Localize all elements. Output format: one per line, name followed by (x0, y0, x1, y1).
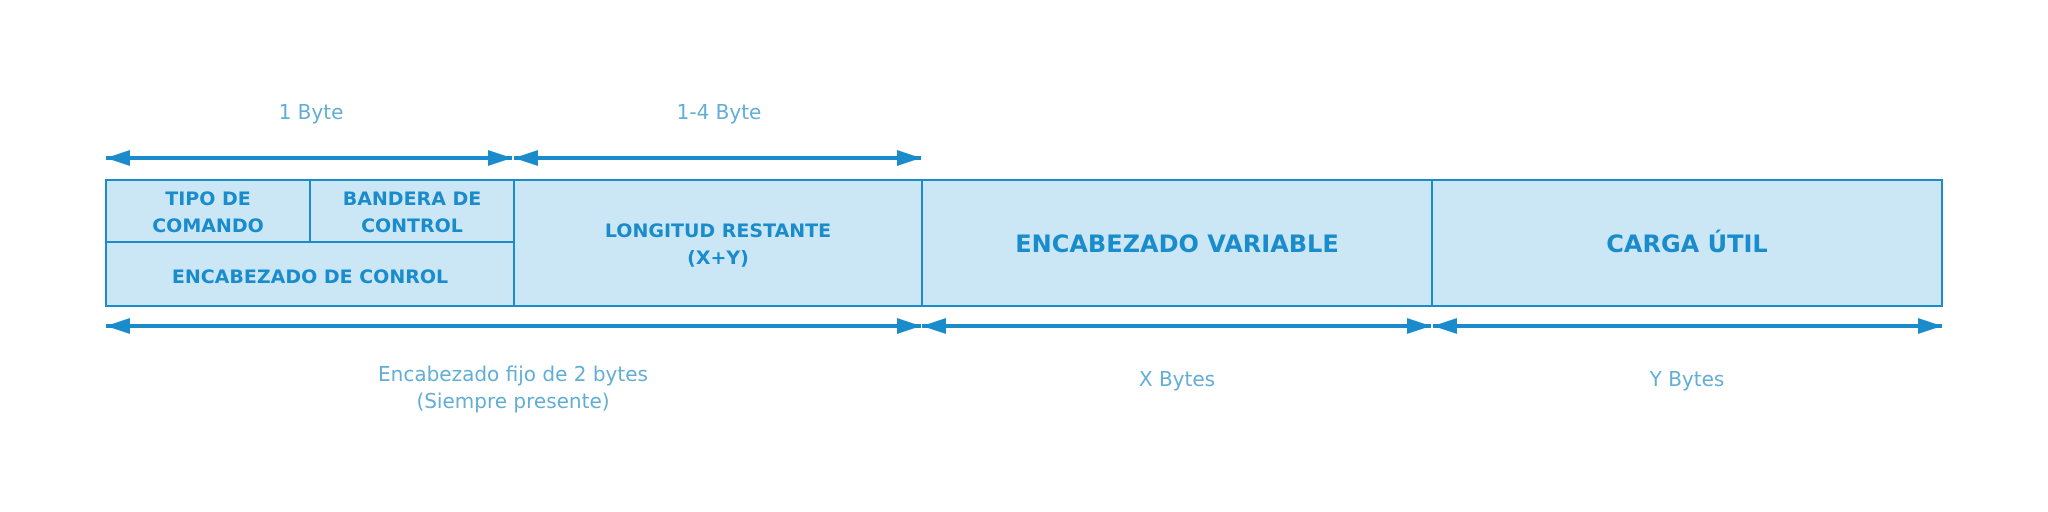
tipo-de-comando-line1: TIPO DE (165, 188, 250, 210)
bandera-de-control-line2: CONTROL (361, 215, 463, 237)
cell-tipo-de-comando (105, 179, 311, 243)
encabezado-de-control-text: ENCABEZADO DE CONROL (172, 266, 448, 288)
bandera-de-control-line1: BANDERA DE (343, 188, 482, 210)
label-1-4-byte: 1-4 Byte (677, 100, 762, 124)
cell-encabezado-variable (921, 179, 1433, 307)
carga-util-text: CARGA ÚTIL (1606, 228, 1767, 258)
bottom-arrow-fixed-header (106, 318, 921, 334)
label-fixed-header-line2: (Siempre presente) (416, 389, 609, 413)
cell-carga-util (1431, 179, 1943, 307)
longitud-restante-line1: LONGITUD RESTANTE (605, 220, 831, 242)
tipo-de-comando-line2: COMANDO (152, 215, 264, 237)
encabezado-variable-text: ENCABEZADO VARIABLE (1015, 230, 1339, 258)
label-x-bytes: X Bytes (1139, 367, 1215, 391)
cell-encabezado-de-control (105, 241, 515, 307)
top-arrow-1-byte (106, 150, 512, 166)
label-fixed-header-line1: Encabezado fijo de 2 bytes (378, 362, 648, 386)
cell-bandera-de-control (309, 179, 515, 243)
bottom-arrow-x-bytes (922, 318, 1431, 334)
longitud-restante-line2: (X+Y) (687, 247, 749, 269)
label-1-byte: 1 Byte (279, 100, 344, 124)
cell-longitud-restante (513, 179, 923, 307)
label-y-bytes: Y Bytes (1649, 367, 1725, 391)
top-arrow-1-4-byte (514, 150, 921, 166)
bottom-arrow-y-bytes (1433, 318, 1942, 334)
